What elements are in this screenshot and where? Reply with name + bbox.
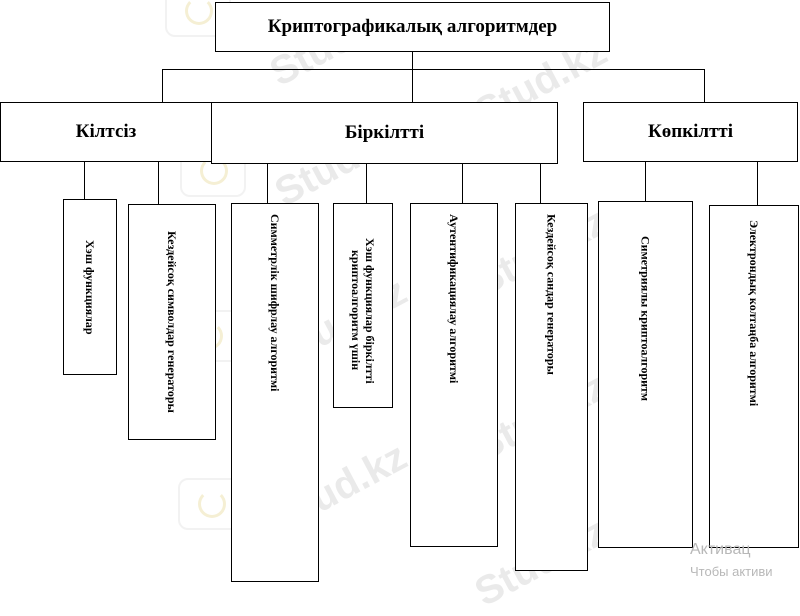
leaf-random-number-generator: Кездейсоқ сандар генераторы — [515, 203, 588, 571]
leaf-random-symbol-generator: Кездейсоқ символдар генераторы — [128, 204, 216, 440]
leaf-label: Симметрлік шифрлау алгоритмі — [268, 214, 282, 392]
leaf-label: Симетриялы криптоалгоритм — [638, 236, 653, 402]
category-label: Кілтсіз — [75, 121, 137, 142]
connector-child — [462, 164, 463, 203]
category-keyless: Кілтсіз — [0, 102, 212, 162]
connector-child — [158, 162, 159, 204]
connector-child — [267, 164, 268, 203]
leaf-authentication: Аутентификациялау алгоритмі — [410, 203, 498, 547]
connector-keyless — [162, 69, 163, 102]
leaf-label: Кездейсоқ символдар генераторы — [165, 231, 179, 413]
leaf-symmetric-encryption: Симметрлік шифрлау алгоритмі — [231, 203, 319, 582]
category-one-key: Біркілтті — [211, 102, 558, 164]
connector-root — [412, 52, 413, 70]
leaf-hash-functions: Хэш функциялар — [63, 199, 117, 375]
leaf-label: Кездейсоқ сандар генераторы — [544, 214, 559, 375]
category-label: Біркілтті — [344, 122, 425, 143]
leaf-digital-signature: Электрондық колтаңба алгоритмі — [709, 205, 799, 548]
leaf-hash-one-key: Хэш функциялар біркілтті криптоалгоритм … — [333, 203, 393, 408]
activation-notice-title: Активац — [690, 541, 751, 558]
connector-child — [84, 162, 85, 199]
connector-child — [645, 162, 646, 201]
leaf-symmetric-cryptoalgorithm: Симетриялы криптоалгоритм — [598, 201, 693, 548]
leaf-label: Хэш функциялар біркілтті криптоалгоритм … — [349, 237, 377, 384]
root-node: Криптографикалық алгоритмдер — [215, 2, 610, 52]
leaf-label: Аутентификациялау алгоритмі — [447, 214, 461, 384]
connector-top-bar — [162, 69, 704, 70]
connector-child — [757, 162, 758, 205]
category-label: Көпкілтті — [647, 121, 734, 142]
connector-multikey — [704, 69, 705, 102]
activation-notice-subtitle: Чтобы активи — [690, 564, 773, 579]
connector-child — [366, 164, 367, 203]
leaf-label: Хэш функциялар — [83, 239, 97, 335]
category-multi-key: Көпкілтті — [583, 102, 798, 162]
connector-child — [540, 164, 541, 203]
connector-onekey — [412, 69, 413, 102]
leaf-label: Электрондық колтаңба алгоритмі — [747, 220, 761, 407]
root-label: Криптографикалық алгоритмдер — [267, 16, 558, 37]
